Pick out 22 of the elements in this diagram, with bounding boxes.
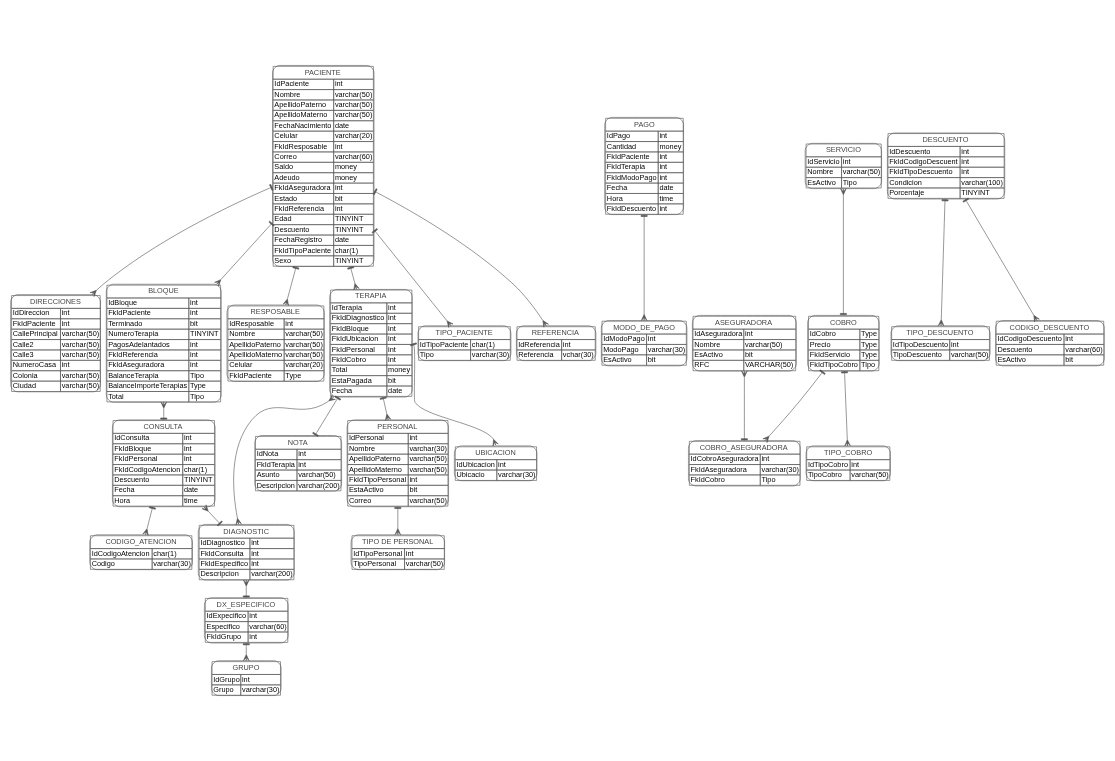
connector: [282, 266, 300, 306]
connector: [233, 394, 336, 526]
connector: [347, 266, 360, 291]
connector: [371, 228, 454, 328]
connector: [214, 220, 275, 287]
connector: [160, 401, 168, 421]
connector: [840, 188, 847, 316]
connector: [962, 197, 1040, 323]
connector: [242, 642, 250, 661]
connector: [410, 342, 499, 447]
connector: [640, 214, 648, 321]
connector: [841, 370, 851, 447]
connector: [741, 370, 748, 441]
connector: [242, 579, 250, 598]
connector: [312, 395, 341, 437]
connector: [938, 198, 949, 327]
connector: [379, 396, 392, 421]
connector: [372, 188, 549, 328]
connector: [201, 504, 223, 527]
connector: [762, 369, 826, 443]
connector: [394, 506, 402, 535]
connector: [142, 506, 156, 536]
